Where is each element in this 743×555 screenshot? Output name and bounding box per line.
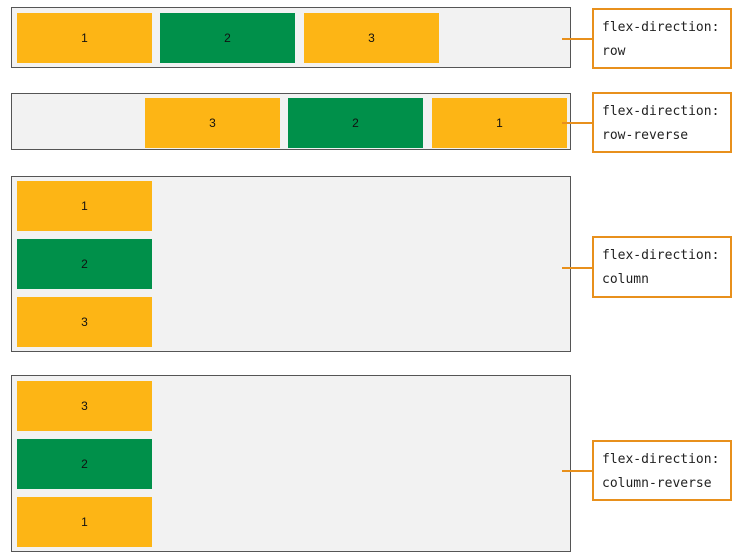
flex-container-row-reverse: 3 2 1 [11,93,571,150]
flex-container-row: 1 2 3 [11,7,571,68]
flex-item-3: 3 [17,381,152,431]
flex-item-2: 2 [288,98,423,148]
label-value: row-reverse [602,128,689,143]
label-value: column-reverse [602,476,712,491]
label-flex-direction-row: flex-direction: row [592,8,732,69]
flex-item-2: 2 [160,13,295,63]
connector-line [562,267,592,269]
label-property: flex-direction: [602,104,720,119]
flex-item-1: 1 [17,497,152,547]
connector-line [562,38,592,40]
flex-container-column-reverse: 3 2 1 [11,375,571,552]
flex-item-2: 2 [17,239,152,289]
label-property: flex-direction: [602,248,720,263]
label-value: row [602,44,626,59]
connector-line [562,470,592,472]
flex-item-2: 2 [17,439,152,489]
flex-item-1: 1 [17,13,152,63]
flex-container-column: 1 2 3 [11,176,571,352]
flex-item-3: 3 [145,98,280,148]
flex-item-1: 1 [17,181,152,231]
label-property: flex-direction: [602,452,720,467]
flex-item-1: 1 [432,98,567,148]
flex-item-3: 3 [304,13,439,63]
label-flex-direction-row-reverse: flex-direction: row-reverse [592,92,732,153]
connector-line [562,122,592,124]
label-property: flex-direction: [602,20,720,35]
label-value: column [602,272,649,287]
flex-item-3: 3 [17,297,152,347]
label-flex-direction-column: flex-direction: column [592,236,732,298]
label-flex-direction-column-reverse: flex-direction: column-reverse [592,440,732,501]
